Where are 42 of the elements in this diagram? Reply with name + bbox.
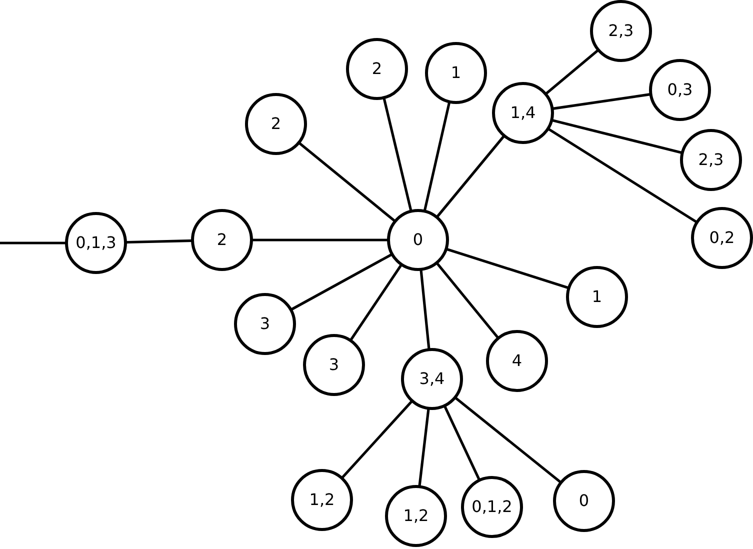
connector-line	[423, 102, 451, 212]
connector-line	[548, 128, 698, 224]
connector-line	[444, 406, 480, 480]
connector-line	[252, 238, 388, 242]
connector-line	[126, 239, 192, 244]
node-label: 3	[260, 315, 270, 333]
connector-line	[552, 119, 682, 154]
connector-line	[436, 262, 499, 339]
node-label: 1,2	[309, 491, 335, 509]
node-label: 2	[270, 115, 282, 133]
connector-line	[436, 135, 505, 218]
connector-line	[298, 142, 396, 222]
node-label: 1	[450, 64, 462, 82]
connector-line	[341, 400, 413, 479]
connector-line	[454, 396, 562, 484]
node-label: 0,3	[667, 81, 693, 99]
circle-node	[387, 209, 449, 271]
connector-line	[446, 248, 569, 290]
node-label: 3,4	[419, 370, 445, 388]
circle-node	[401, 348, 463, 410]
node-label: 2,3	[608, 22, 634, 40]
connector-line	[552, 93, 650, 110]
node-label: 0,2	[709, 229, 735, 247]
node-label: 2,3	[698, 151, 724, 169]
node-label: 0	[412, 231, 424, 249]
node-label: 0	[578, 492, 590, 510]
node-label: 0,1,2	[472, 498, 512, 516]
node-label: 1,4	[510, 104, 536, 122]
node-label: 2	[372, 60, 382, 78]
node-label: 1	[592, 288, 602, 306]
node-label: 0,1,3	[76, 234, 116, 252]
node-label: 4	[512, 352, 522, 370]
connector-line	[382, 98, 412, 212]
node-label: 2	[216, 231, 228, 249]
connector-line	[290, 253, 392, 311]
connector-line	[0, 242, 66, 244]
node-label: 3	[328, 356, 340, 374]
connector-line	[350, 264, 402, 341]
connector-line	[420, 270, 430, 350]
node-label: 1,2	[403, 507, 429, 525]
connector-line	[418, 408, 430, 486]
connector-line	[545, 49, 599, 95]
